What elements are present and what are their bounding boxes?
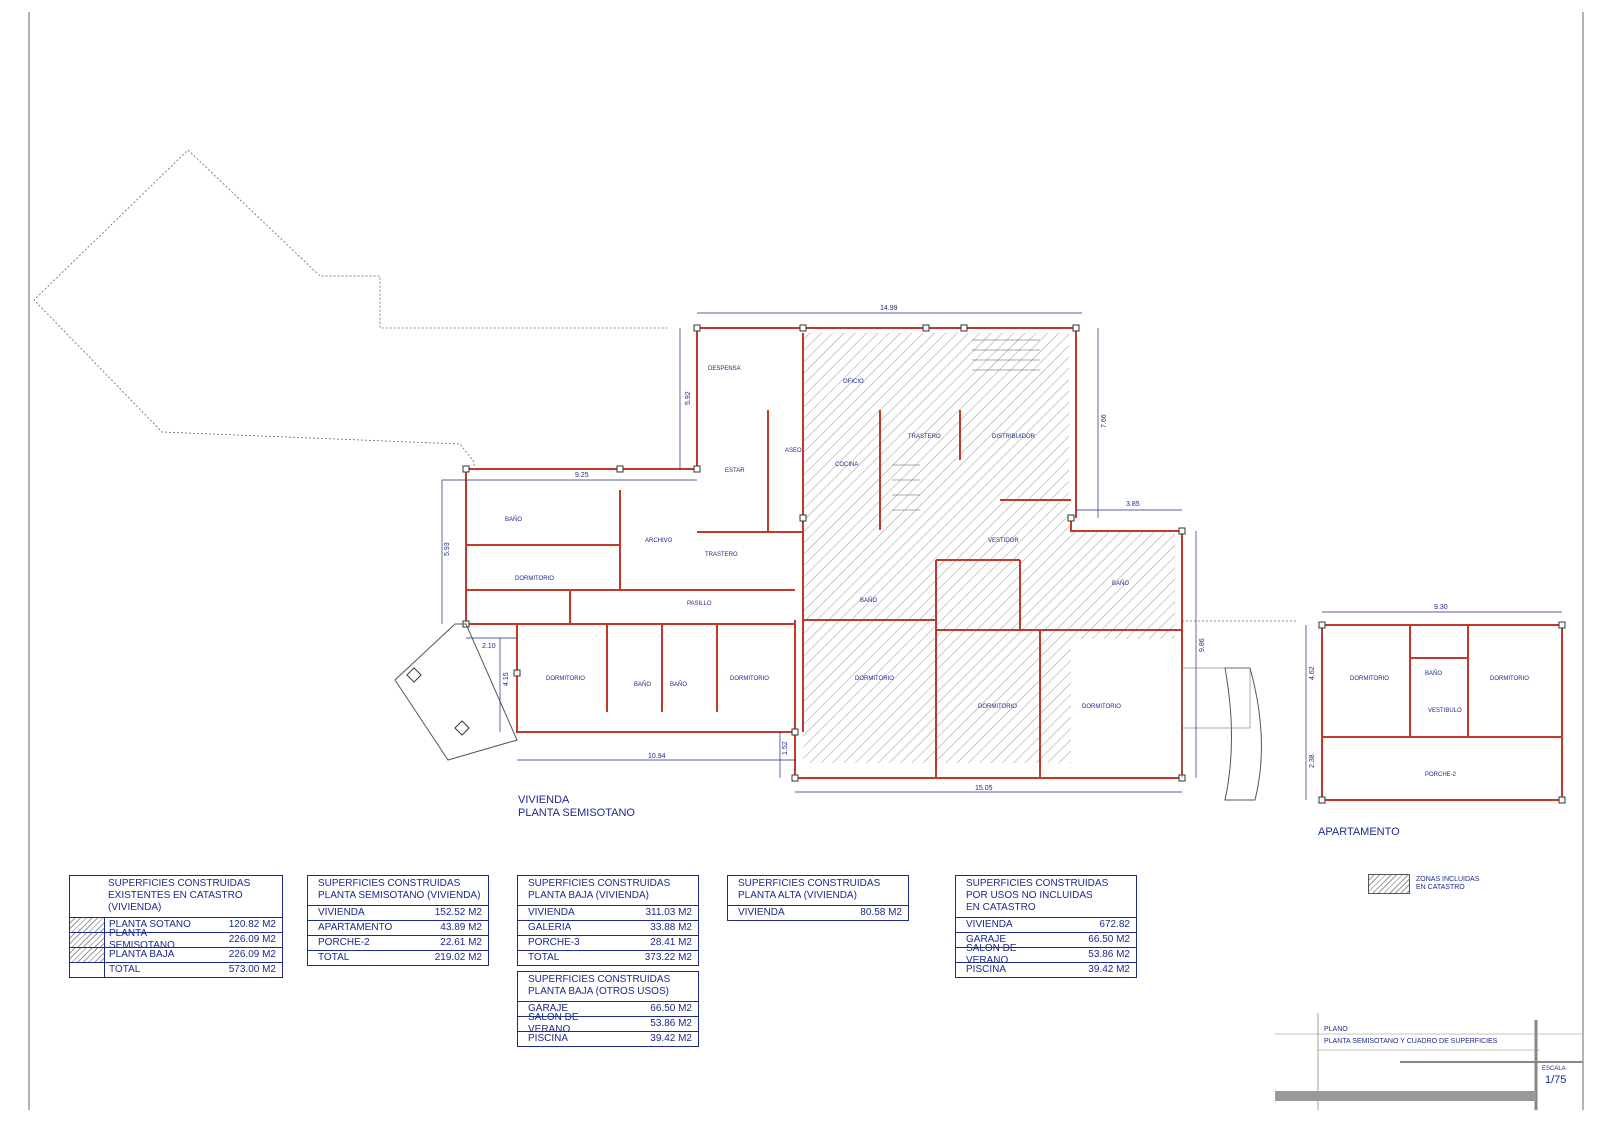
dim-bottom-left: 10.94 [648,753,666,760]
apt-room-vestibulo: VESTIBULO [1428,708,1462,714]
room-trastero-2: TRASTERO [705,552,738,558]
site-outline [33,149,667,470]
title-block-escala-label: ESCALA [1542,1066,1566,1072]
terrace [394,623,518,761]
room-aseo: ASEO [785,448,802,454]
table-catastro: SUPERFICIES CONSTRUIDAS EXISTENTES EN CA… [69,875,283,978]
table-planta-baja: SUPERFICIES CONSTRUIDAS PLANTA BAJA (VIV… [517,875,699,966]
apt-room-porche: PORCHE-2 [1425,772,1457,778]
dim-upper-right: 7.66 [1101,414,1108,428]
room-archivo: ARCHIVO [645,538,673,544]
columns [462,324,1566,804]
dim-upper-left: 5.92 [685,391,692,405]
interior-stairs [892,339,1040,511]
room-oficio: OFICIO [843,379,864,385]
room-pasillo: PASILLO [687,601,712,607]
apt-room-bano: BAÑO [1425,670,1442,677]
table-header: SUPERFICIES CONSTRUIDAS PLANTA BAJA (OTR… [518,972,698,1002]
dim-left-height: 5.93 [444,542,451,556]
dimension-lines [441,312,1562,800]
room-bano-1: BAÑO [505,516,522,523]
legend: ZONAS INCLUIDAS EN CATASTRO [1368,874,1479,894]
dim-apt-porch: 2.38 [1309,754,1316,768]
table-header: SUPERFICIES CONSTRUIDAS POR USOS NO INCL… [956,876,1136,918]
dim-bottom: 15.05 [975,785,993,792]
room-dormitorio-2: DORMITORIO [546,676,585,682]
room-trastero-1: TRASTERO [908,434,941,440]
room-despensa: DESPENSA [708,366,741,372]
vivienda-caption: VIVIENDA PLANTA SEMISOTANO [518,794,635,820]
table-otros-usos: SUPERFICIES CONSTRUIDAS PLANTA BAJA (OTR… [517,971,699,1047]
apt-room-dormitorio-1: DORMITORIO [1350,676,1389,682]
dim-right-step: 3.85 [1126,501,1140,508]
legend-line1: ZONAS INCLUIDAS [1416,876,1480,883]
title-block-escala-value: 1/75 [1545,1074,1567,1086]
room-dormitorio-4: DORMITORIO [855,676,894,682]
title-block-plano-label: PLANO [1324,1026,1348,1033]
table-planta-alta: SUPERFICIES CONSTRUIDAS PLANTA ALTA (VIV… [727,875,909,921]
title-block-plano-title: PLANTA SEMISOTANO Y CUADRO DE SUPERFICIE… [1324,1038,1498,1045]
dim-apt-width: 9.30 [1434,604,1448,611]
dim-apt-height: 4.62 [1309,666,1316,680]
room-estar: ESTAR [725,468,745,474]
title-block-lines [1275,1013,1583,1110]
curved-stair [1224,667,1262,801]
dim-bottom-step: 1.52 [782,741,789,755]
table-header: SUPERFICIES CONSTRUIDAS PLANTA BAJA (VIV… [518,876,698,906]
dim-right-height: 9.86 [1199,638,1206,652]
dimension-texts: 14.99 5.92 7.66 9.25 5.93 3.85 2.10 4.15… [444,305,1448,792]
vivienda-caption-line1: VIVIENDA [518,794,570,806]
table-header: SUPERFICIES CONSTRUIDAS EXISTENTES EN CA… [70,876,282,918]
room-dormitorio-5: DORMITORIO [978,704,1017,710]
legend-hatch-swatch [1368,874,1410,894]
room-bano-4: BAÑO [634,681,651,688]
apartamento-caption: APARTAMENTO [1318,826,1400,838]
room-dormitorio-6: DORMITORIO [1082,704,1121,710]
table-semisotano: SUPERFICIES CONSTRUIDAS PLANTA SEMISOTAN… [307,875,489,966]
room-vestidor: VESTIDOR [988,538,1019,544]
table-header: SUPERFICIES CONSTRUIDAS PLANTA SEMISOTAN… [308,876,488,906]
legend-line2: EN CATASTRO [1416,884,1465,891]
room-labels: DESPENSA OFICIO ASEO ESTAR COCINA TRASTE… [505,366,1529,778]
apt-room-dormitorio-2: DORMITORIO [1490,676,1529,682]
table-no-catastro: SUPERFICIES CONSTRUIDAS POR USOS NO INCL… [955,875,1137,978]
dim-top: 14.99 [880,305,898,312]
room-bano-2: BAÑO [860,597,877,604]
room-bano-5: BAÑO [670,681,687,688]
dim-terrace: 2.10 [482,643,496,650]
table-header: SUPERFICIES CONSTRUIDAS PLANTA ALTA (VIV… [728,876,908,906]
room-distribuidor: DISTRIBUIDOR [992,434,1036,440]
room-dormitorio-1: DORMITORIO [515,576,554,582]
room-bano-3: BAÑO [1112,580,1129,587]
apartment-walls [1321,624,1563,801]
vivienda-caption-line2: PLANTA SEMISOTANO [518,807,635,819]
room-dormitorio-3: DORMITORIO [730,676,769,682]
dim-left-top: 9.25 [575,472,589,479]
walls [465,327,1183,779]
room-cocina: COCINA [835,462,858,468]
dim-left-lower: 4.15 [503,672,510,686]
catastro-hatched-zones [803,333,1175,763]
